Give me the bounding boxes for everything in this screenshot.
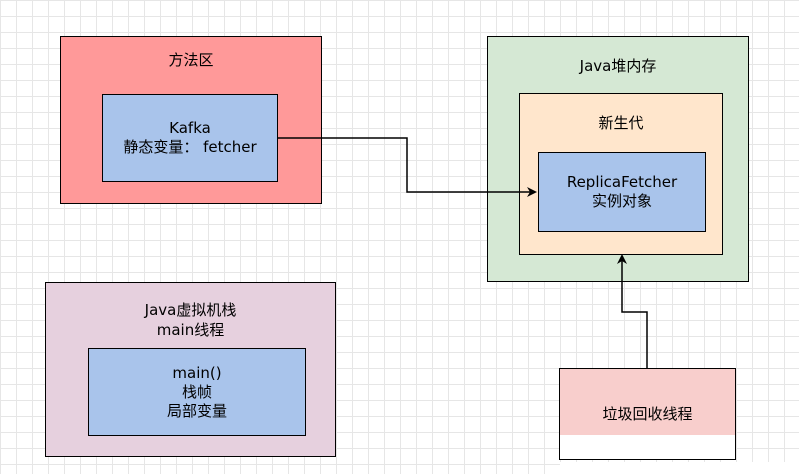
kafka-class-box: Kafka 静态变量： fetcher bbox=[102, 94, 278, 182]
java-heap-title: Java堆内存 bbox=[579, 57, 657, 75]
stack-frame-label: 栈帧 bbox=[181, 382, 212, 401]
main-method-label: main() bbox=[172, 363, 222, 382]
method-area-title: 方法区 bbox=[168, 51, 214, 69]
bottom-strip bbox=[560, 462, 799, 474]
gc-to-replica-arrow bbox=[617, 254, 648, 368]
kafka-class-name: Kafka bbox=[169, 119, 211, 137]
replica-fetcher-name: ReplicaFetcher bbox=[566, 173, 678, 191]
replica-fetcher-box: ReplicaFetcher 实例对象 bbox=[538, 152, 706, 232]
young-gen-title: 新生代 bbox=[598, 114, 644, 132]
gc-thread-box: 垃圾回收线程 bbox=[559, 368, 736, 460]
kafka-to-replica-arrow bbox=[278, 137, 537, 197]
local-variables-label: 局部变量 bbox=[166, 401, 227, 420]
kafka-static-field: 静态变量： fetcher bbox=[123, 138, 257, 156]
gc-thread-title: 垃圾回收线程 bbox=[602, 405, 693, 423]
main-thread-label: main线程 bbox=[156, 321, 225, 339]
jvm-stack-title: Java虚拟机栈 bbox=[144, 301, 237, 319]
main-frame-box: main() 栈帧 局部变量 bbox=[88, 348, 306, 436]
replica-fetcher-desc: 实例对象 bbox=[591, 192, 652, 210]
